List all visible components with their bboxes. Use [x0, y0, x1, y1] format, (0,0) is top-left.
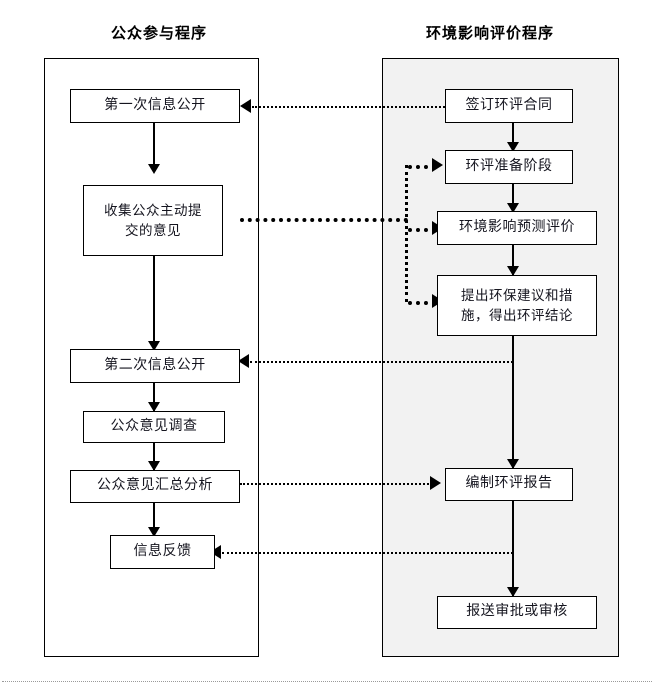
connector-prediction-to-measures — [512, 245, 515, 275]
arrowhead-down-8 — [507, 266, 519, 276]
node-collect-public-opinions[interactable]: 收集公众主动提 交的意见 — [83, 185, 223, 256]
arrowhead-down-4 — [148, 461, 160, 471]
dotted-collect-trunk — [240, 218, 408, 222]
connector-summary-to-feedback — [153, 503, 156, 535]
connector-collect-to-second — [153, 256, 156, 351]
node-opinion-summary-analysis[interactable]: 公众意见汇总分析 — [70, 470, 240, 503]
connector-prep-to-prediction — [512, 184, 515, 211]
dotted-branch-to-prediction — [408, 228, 436, 232]
dotted-collect-riser — [405, 165, 408, 302]
arrowhead-down-3 — [148, 402, 160, 412]
arrowhead-down-2 — [148, 341, 160, 351]
arrowhead-right-1 — [432, 158, 443, 172]
arrowhead-down-5 — [148, 527, 160, 537]
node-information-feedback[interactable]: 信息反馈 — [110, 535, 215, 569]
connector-second-to-survey — [153, 383, 156, 411]
dotted-report-to-feedback — [222, 552, 513, 554]
node-eia-preparation-stage[interactable]: 环评准备阶段 — [445, 150, 573, 184]
arrowhead-down-10 — [507, 587, 519, 597]
lane-eia-procedure — [382, 58, 619, 657]
node-compile-eia-report[interactable]: 编制环评报告 — [445, 468, 573, 501]
arrowhead-down-6 — [507, 142, 519, 152]
connector-survey-to-summary — [153, 443, 156, 470]
arrowhead-left-1 — [240, 99, 251, 113]
arrowhead-right-4 — [430, 476, 441, 490]
node-propose-measures[interactable]: 提出环保建议和措 施，得出环评结论 — [437, 275, 597, 336]
node-second-disclosure[interactable]: 第二次信息公开 — [70, 349, 240, 383]
column-title-left: 公众参与程序 — [110, 26, 207, 42]
arrowhead-left-3 — [210, 545, 221, 559]
dotted-branch-to-measures — [408, 301, 436, 305]
node-impact-prediction[interactable]: 环境影响预测评价 — [437, 211, 597, 245]
dotted-branch-to-prep — [408, 165, 436, 169]
arrowhead-left-2 — [238, 354, 249, 368]
dotted-measures-to-second-disclosure — [250, 361, 513, 363]
arrowhead-down-1 — [148, 164, 160, 174]
connector-contract-to-prep — [512, 123, 515, 150]
dotted-contract-to-first-disclosure — [252, 106, 445, 108]
column-title-right: 环境影响评价程序 — [425, 26, 554, 42]
arrowhead-down-9 — [507, 459, 519, 469]
node-public-opinion-survey[interactable]: 公众意见调查 — [83, 411, 225, 443]
node-sign-eia-contract[interactable]: 签订环评合同 — [445, 89, 573, 123]
node-submit-for-approval[interactable]: 报送审批或审核 — [437, 596, 597, 629]
dotted-summary-to-report — [240, 483, 432, 485]
connector-report-to-submit — [512, 501, 515, 596]
connector-measures-to-report — [512, 336, 515, 468]
page-bottom-rule — [2, 681, 652, 682]
arrowhead-down-7 — [507, 203, 519, 213]
node-first-disclosure[interactable]: 第一次信息公开 — [70, 89, 240, 123]
connector-first-to-collect — [153, 123, 156, 171]
